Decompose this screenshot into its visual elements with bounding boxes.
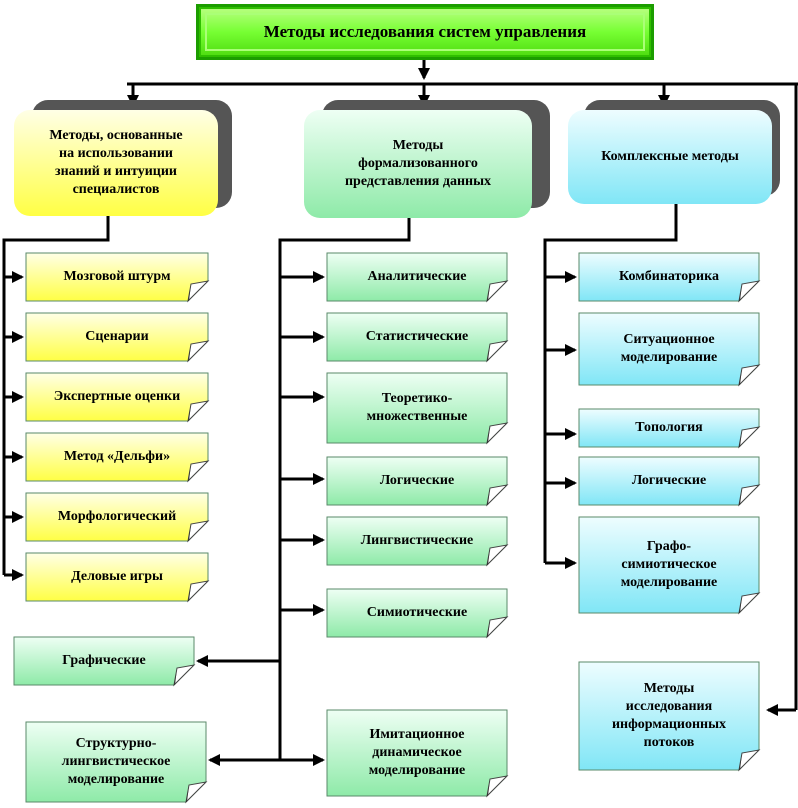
left-item-scenarios: Сценарии: [85, 329, 149, 344]
mid-item-linguistic: Лингвистические: [360, 533, 474, 548]
left-branch: [2, 216, 110, 575]
middle-header-bg: [304, 110, 532, 218]
right-branch: [543, 204, 678, 563]
mid-item-analytic: Аналитические: [367, 269, 467, 284]
note-boxes: [13, 252, 761, 804]
right-item-topology: Топология: [635, 420, 703, 435]
left-item-delphi: Метод «Дельфи»: [63, 449, 171, 464]
right-item-graph-semiotic: Графо- симиотическое моделирование: [620, 539, 718, 590]
right-item-situational: Ситуационное моделирование: [620, 332, 718, 365]
left-item-expert: Экспертные оценки: [53, 389, 181, 404]
right-header: Комплексные методы: [601, 149, 739, 164]
info-flows-box: Методы исследования информационных поток…: [611, 681, 727, 750]
mid-item-logical: Логические: [379, 473, 455, 488]
right-item-combinatorics: Комбинаторика: [619, 269, 719, 284]
mid-side-graphic: Графические: [62, 653, 146, 668]
middle-branch: [278, 218, 411, 760]
connectors: [2, 60, 798, 766]
mid-side-structural: Структурно- лингвистическое моделировани…: [61, 736, 171, 787]
mid-item-semiotic: Симиотические: [366, 605, 468, 620]
mid-item-simulation: Имитационное динамическое моделирование: [368, 727, 466, 778]
title-box: [196, 4, 654, 60]
mid-item-statistical: Статистические: [365, 329, 469, 344]
left-item-business-games: Деловые игры: [71, 569, 163, 584]
right-header-bg: [568, 110, 772, 204]
left-item-morphological: Морфологический: [57, 509, 177, 524]
mid-item-set-theory: Теоретико- множественные: [366, 391, 468, 424]
right-item-logical: Логические: [631, 473, 707, 488]
diagram-title: Методы исследования систем управления: [263, 22, 587, 41]
left-item-brainstorm: Мозговой штурм: [63, 269, 171, 284]
middle-header: Методы формализованного представления да…: [344, 138, 492, 189]
left-header-bg: [14, 110, 218, 216]
left-header: Методы, основанные на использовании знан…: [49, 128, 183, 197]
